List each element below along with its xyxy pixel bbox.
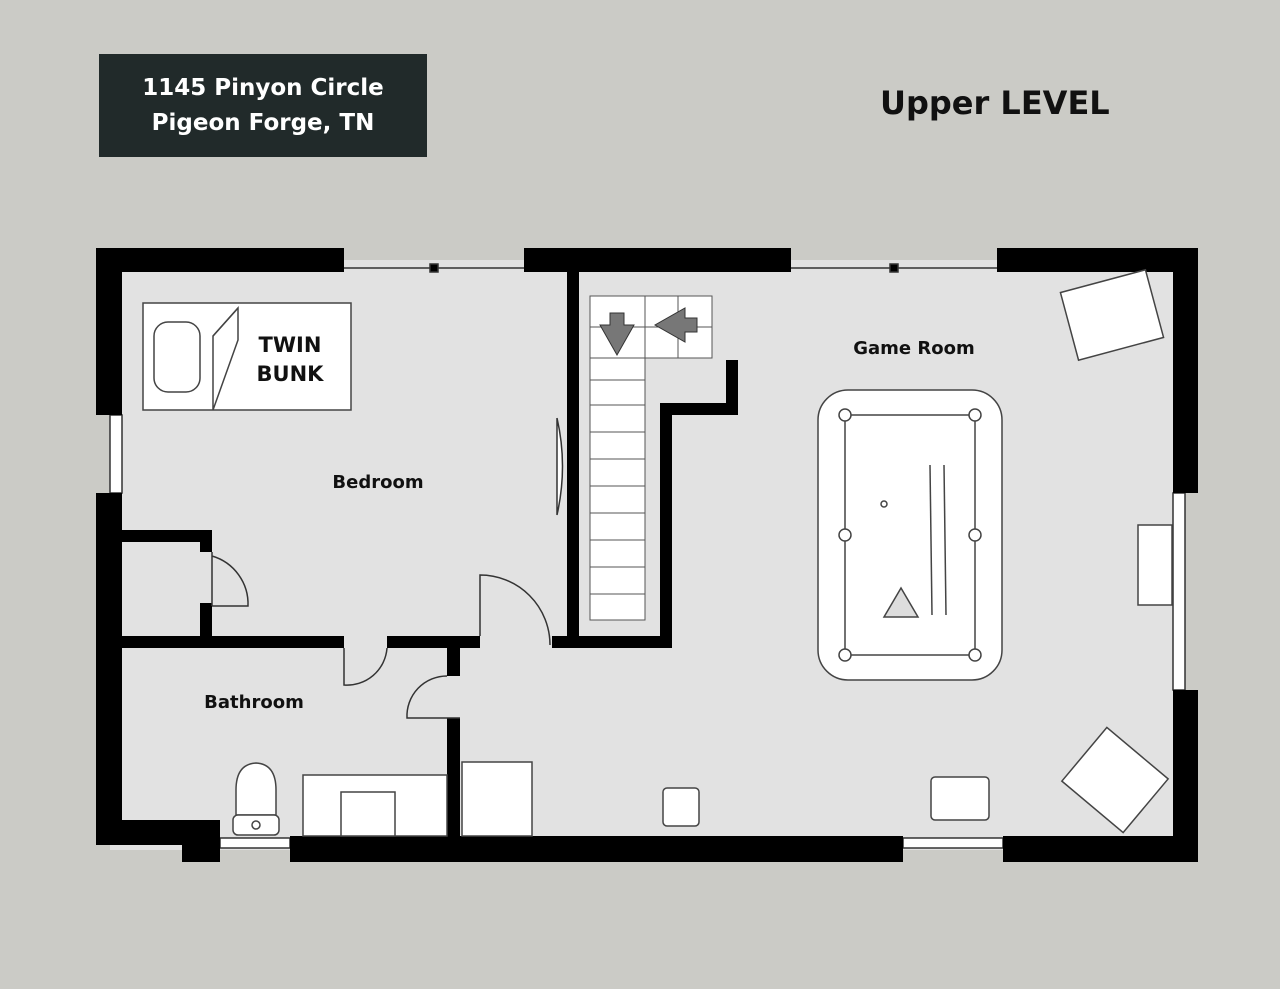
pool-table bbox=[817, 389, 1003, 681]
address-label: 1145 Pinyon Circle Pigeon Forge, TN bbox=[99, 54, 427, 157]
level-title: Upper LEVEL bbox=[880, 84, 1110, 122]
address-line1: 1145 Pinyon Circle bbox=[142, 74, 384, 101]
chairs bbox=[662, 268, 1173, 834]
doors bbox=[211, 417, 564, 719]
room-label-bedroom: Bedroom bbox=[332, 472, 423, 493]
bathroom-fixtures bbox=[232, 761, 533, 837]
bed-label-line2: BUNK bbox=[257, 362, 325, 386]
room-label-game-room: Game Room bbox=[853, 338, 975, 359]
arrow-left-icon bbox=[653, 307, 698, 343]
twin-bunk-bed bbox=[142, 302, 352, 411]
sink bbox=[340, 791, 396, 837]
address-line2: Pigeon Forge, TN bbox=[151, 109, 375, 136]
room-label-bathroom: Bathroom bbox=[204, 692, 304, 713]
walls bbox=[96, 248, 1198, 862]
bed-label-line1: TWIN bbox=[259, 333, 322, 357]
staircase[interactable] bbox=[589, 295, 713, 621]
toilet bbox=[235, 762, 277, 816]
arrow-down-icon bbox=[599, 312, 635, 357]
